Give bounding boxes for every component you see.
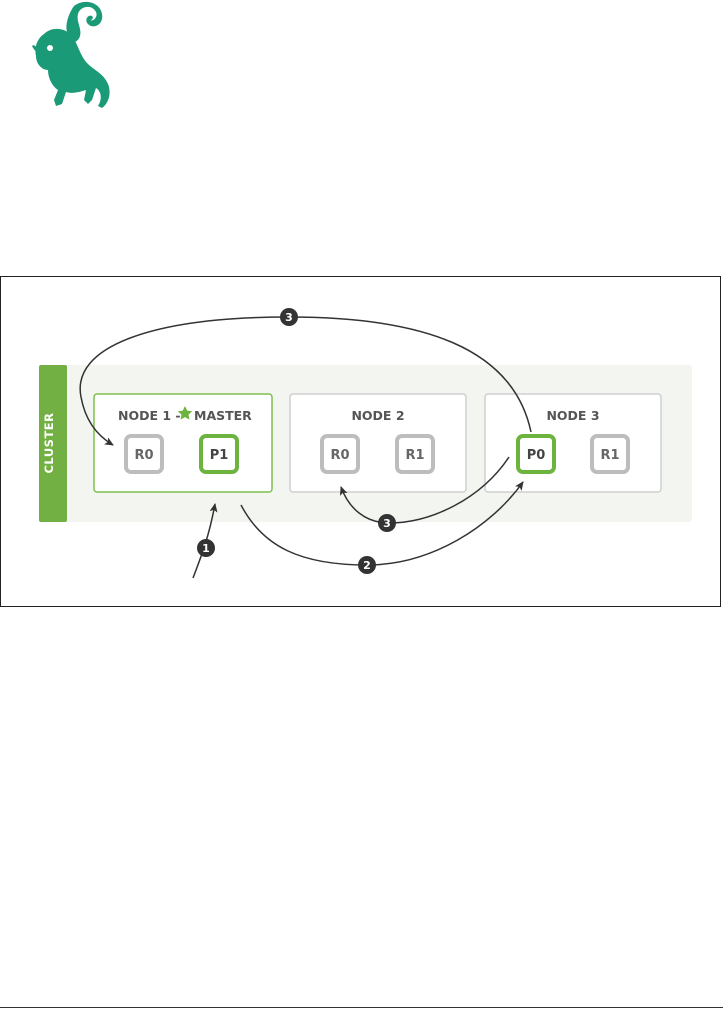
shard-r0-node1-label: R0 <box>134 448 153 463</box>
shard-r0-node2 <box>320 434 360 474</box>
step-marker-1: 1 <box>197 539 215 557</box>
step-marker-3-lower: 3 <box>378 514 396 532</box>
shard-r0-node2-label: R0 <box>330 448 349 463</box>
step-marker-3-lower-label: 3 <box>383 517 391 530</box>
shard-r1-node3 <box>590 434 630 474</box>
figure-frame: CLUSTER NODE 1 - MASTER R0 P1 NODE 2 R0 … <box>0 276 721 607</box>
node-1-title: NODE 1 - <box>118 408 181 423</box>
shard-r0-node1 <box>124 434 164 474</box>
shard-r1-node2-label: R1 <box>405 448 424 463</box>
node-1-master-label: MASTER <box>194 408 252 423</box>
step-marker-2: 2 <box>358 556 376 574</box>
shard-p0-node3-label: P0 <box>527 448 546 463</box>
cluster-diagram: CLUSTER NODE 1 - MASTER R0 P1 NODE 2 R0 … <box>39 308 692 579</box>
step-marker-3-upper-label: 3 <box>285 311 293 324</box>
step-marker-1-label: 1 <box>202 542 210 555</box>
master-star-icon <box>177 406 193 420</box>
step-marker-3-upper: 3 <box>280 308 298 326</box>
shard-r1-node2 <box>395 434 435 474</box>
arrow-step-3-lower <box>339 456 510 524</box>
node-3-title: NODE 3 <box>546 408 599 423</box>
shard-r1-node3-label: R1 <box>600 448 619 463</box>
step-marker-2-label: 2 <box>363 559 371 572</box>
cluster-bar <box>39 365 67 522</box>
shard-p1-node1 <box>199 434 239 474</box>
node-1-title-text: NODE 1 - <box>118 408 181 423</box>
lemur-logo-icon <box>32 1 110 108</box>
shard-p0-node3 <box>516 434 556 474</box>
arrow-step-3-upper <box>79 316 532 446</box>
cluster-label: CLUSTER <box>42 412 56 473</box>
node-2-title: NODE 2 <box>351 408 404 423</box>
page-bottom-rule <box>0 1007 723 1008</box>
shard-p1-node1-label: P1 <box>210 448 229 463</box>
